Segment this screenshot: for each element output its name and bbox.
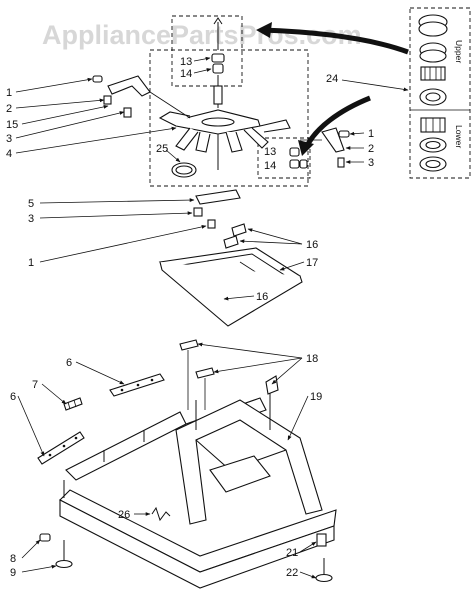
callout-24: 24 (326, 73, 338, 85)
lower-plate-5 (193, 189, 241, 229)
bearing-kit-panel: Upper Lower (410, 14, 470, 172)
callout-3: 3 (6, 133, 12, 145)
side-rails-6 (37, 373, 165, 465)
leveling-feet (39, 533, 333, 583)
right-box-parts (289, 147, 308, 169)
callout-26: 26 (118, 509, 130, 521)
callout-16: 16 (306, 239, 318, 251)
callout-4: 4 (6, 148, 12, 160)
callout-13: 13 (180, 56, 192, 68)
callout-6: 6 (10, 391, 16, 403)
callout-13: 13 (264, 146, 276, 158)
leader-lines (15, 56, 409, 579)
callout-9: 9 (10, 567, 16, 579)
callout-14: 14 (180, 68, 192, 80)
callout-19: 19 (310, 391, 322, 403)
callout-1: 1 (368, 128, 374, 140)
callout-14: 14 (264, 160, 276, 172)
seal-ring-25 (171, 162, 197, 178)
right-bracket (300, 127, 350, 168)
callout-18: 18 (306, 353, 318, 365)
callout-3: 3 (28, 213, 34, 225)
callout-16: 16 (256, 291, 268, 303)
lower-label: Lower (454, 125, 464, 148)
clips-18 (179, 339, 279, 410)
callout-25: 25 (156, 143, 168, 155)
upper-label: Upper (454, 40, 464, 63)
drive-platform-17 (158, 223, 303, 327)
callout-8: 8 (10, 553, 16, 565)
callout-17: 17 (306, 257, 318, 269)
callout-3: 3 (368, 157, 374, 169)
dashed-assembly-boxes (149, 7, 471, 187)
shaft-top-parts (211, 17, 225, 108)
callout-2: 2 (6, 103, 12, 115)
callout-1: 1 (28, 257, 34, 269)
callout-5: 5 (28, 198, 34, 210)
callout-15: 15 (6, 119, 18, 131)
left-bracket (92, 75, 191, 119)
callout-6: 6 (66, 357, 72, 369)
spring-clip-26 (151, 506, 171, 522)
callout-21: 21 (286, 547, 298, 559)
callout-22: 22 (286, 567, 298, 579)
callout-1: 1 (6, 87, 12, 99)
kit-pointer-arrows (256, 22, 409, 156)
gearcase-assembly (158, 109, 291, 170)
callout-labels: 1 2 15 3 4 13 14 24 25 13 14 1 2 3 5 3 1… (6, 56, 374, 579)
callout-2: 2 (368, 143, 374, 155)
callout-7: 7 (32, 379, 38, 391)
base-support-19 (175, 390, 323, 525)
